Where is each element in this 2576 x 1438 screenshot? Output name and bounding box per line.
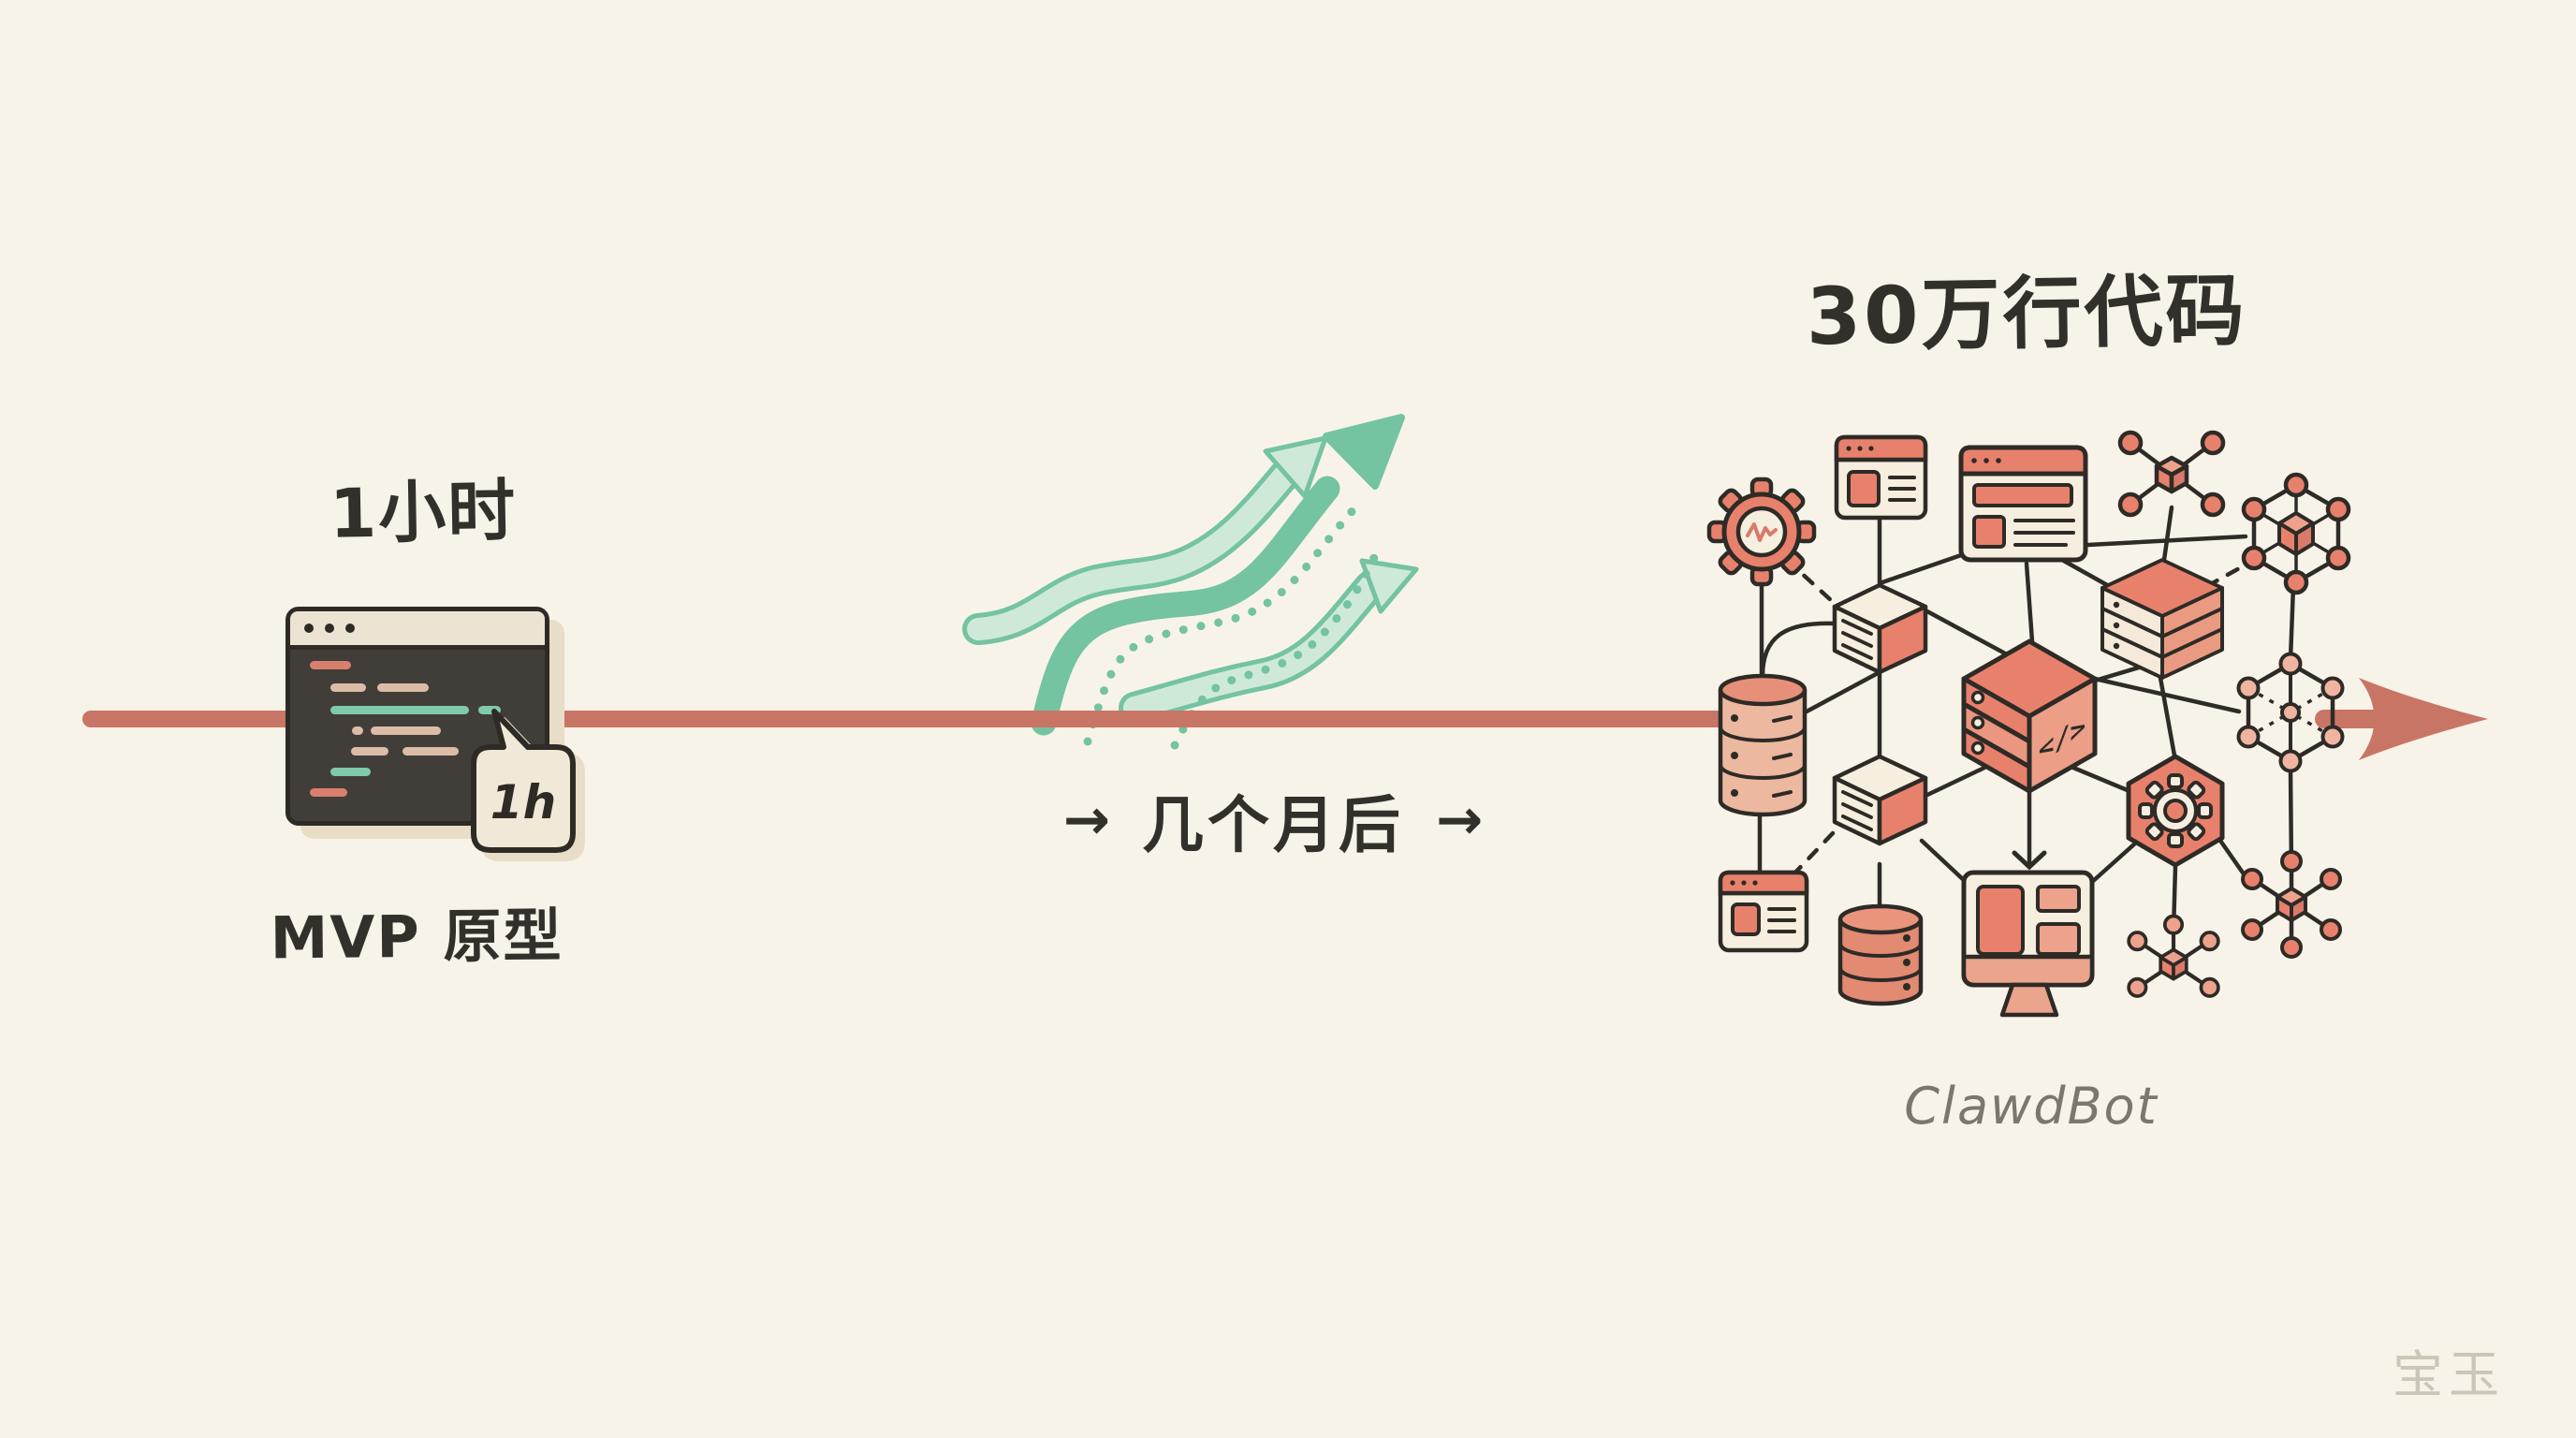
- code-line: [402, 747, 459, 756]
- mvp-caption: MVP 原型: [270, 901, 564, 973]
- code-server-cube-icon: </>: [1961, 638, 2098, 794]
- gear-pulse-icon: [1706, 477, 1817, 587]
- watermark: 宝玉: [2393, 1345, 2505, 1404]
- code-line: [352, 726, 363, 735]
- large-browser-window-icon: [1958, 445, 2088, 563]
- database-icon: [1718, 673, 1808, 817]
- molecule-icon: [2117, 430, 2226, 518]
- database-icon: [1837, 903, 1924, 1006]
- server-stack-icon: [2100, 558, 2224, 680]
- window-control-dot: [304, 624, 314, 633]
- duration-label: 1小时: [329, 471, 518, 553]
- bubble-label: 1h: [490, 775, 556, 829]
- code-line: [330, 768, 371, 776]
- wireframe-network-icon: [2236, 652, 2345, 773]
- transition-label-row: → 几个月后 →: [1006, 775, 1540, 865]
- right-arrow-glyph: →: [1436, 787, 1484, 853]
- molecule-icon: [2241, 850, 2342, 959]
- document-cube-icon: [1832, 582, 1928, 675]
- system-network-illustration: </>: [1706, 430, 2351, 1018]
- gear-hexagon-icon: [2126, 754, 2225, 868]
- speech-bubble-icon: 1h: [471, 709, 576, 853]
- dotted-trend-line: [1083, 503, 1360, 746]
- growth-arrows-illustration: [962, 414, 1419, 750]
- growth-arrow-light-up: [962, 435, 1328, 645]
- dotted-trend-line: [1170, 544, 1383, 750]
- code-line: [478, 706, 501, 714]
- timeline-arrowhead-icon: [2359, 678, 2488, 760]
- code-line: [371, 726, 441, 735]
- molecule-icon: [2127, 914, 2220, 998]
- window-control-dot: [325, 624, 334, 633]
- code-line: [377, 683, 429, 692]
- right-arrow-glyph: →: [1062, 787, 1110, 853]
- document-cube-icon: [1832, 754, 1928, 846]
- code-line: [351, 747, 388, 756]
- code-line: [330, 706, 469, 714]
- code-line: [330, 683, 366, 692]
- code-line: [310, 788, 347, 797]
- hex-node-network-icon: [2241, 472, 2351, 595]
- browser-window-icon: [1834, 434, 1928, 521]
- browser-window-icon: [1718, 870, 1809, 953]
- growth-arrow-solid: [1031, 414, 1405, 736]
- transition-label: 几个月后: [1142, 789, 1404, 861]
- codebase-size-title: 30万行代码: [1805, 264, 2248, 363]
- window-titlebar: [290, 611, 545, 650]
- growth-arrow-light-right: [1119, 558, 1419, 724]
- monitor-icon: [1961, 870, 2095, 1018]
- clawdbot-caption: ClawdBot: [1904, 1077, 2159, 1136]
- window-control-dot: [345, 624, 355, 633]
- code-line: [310, 661, 351, 669]
